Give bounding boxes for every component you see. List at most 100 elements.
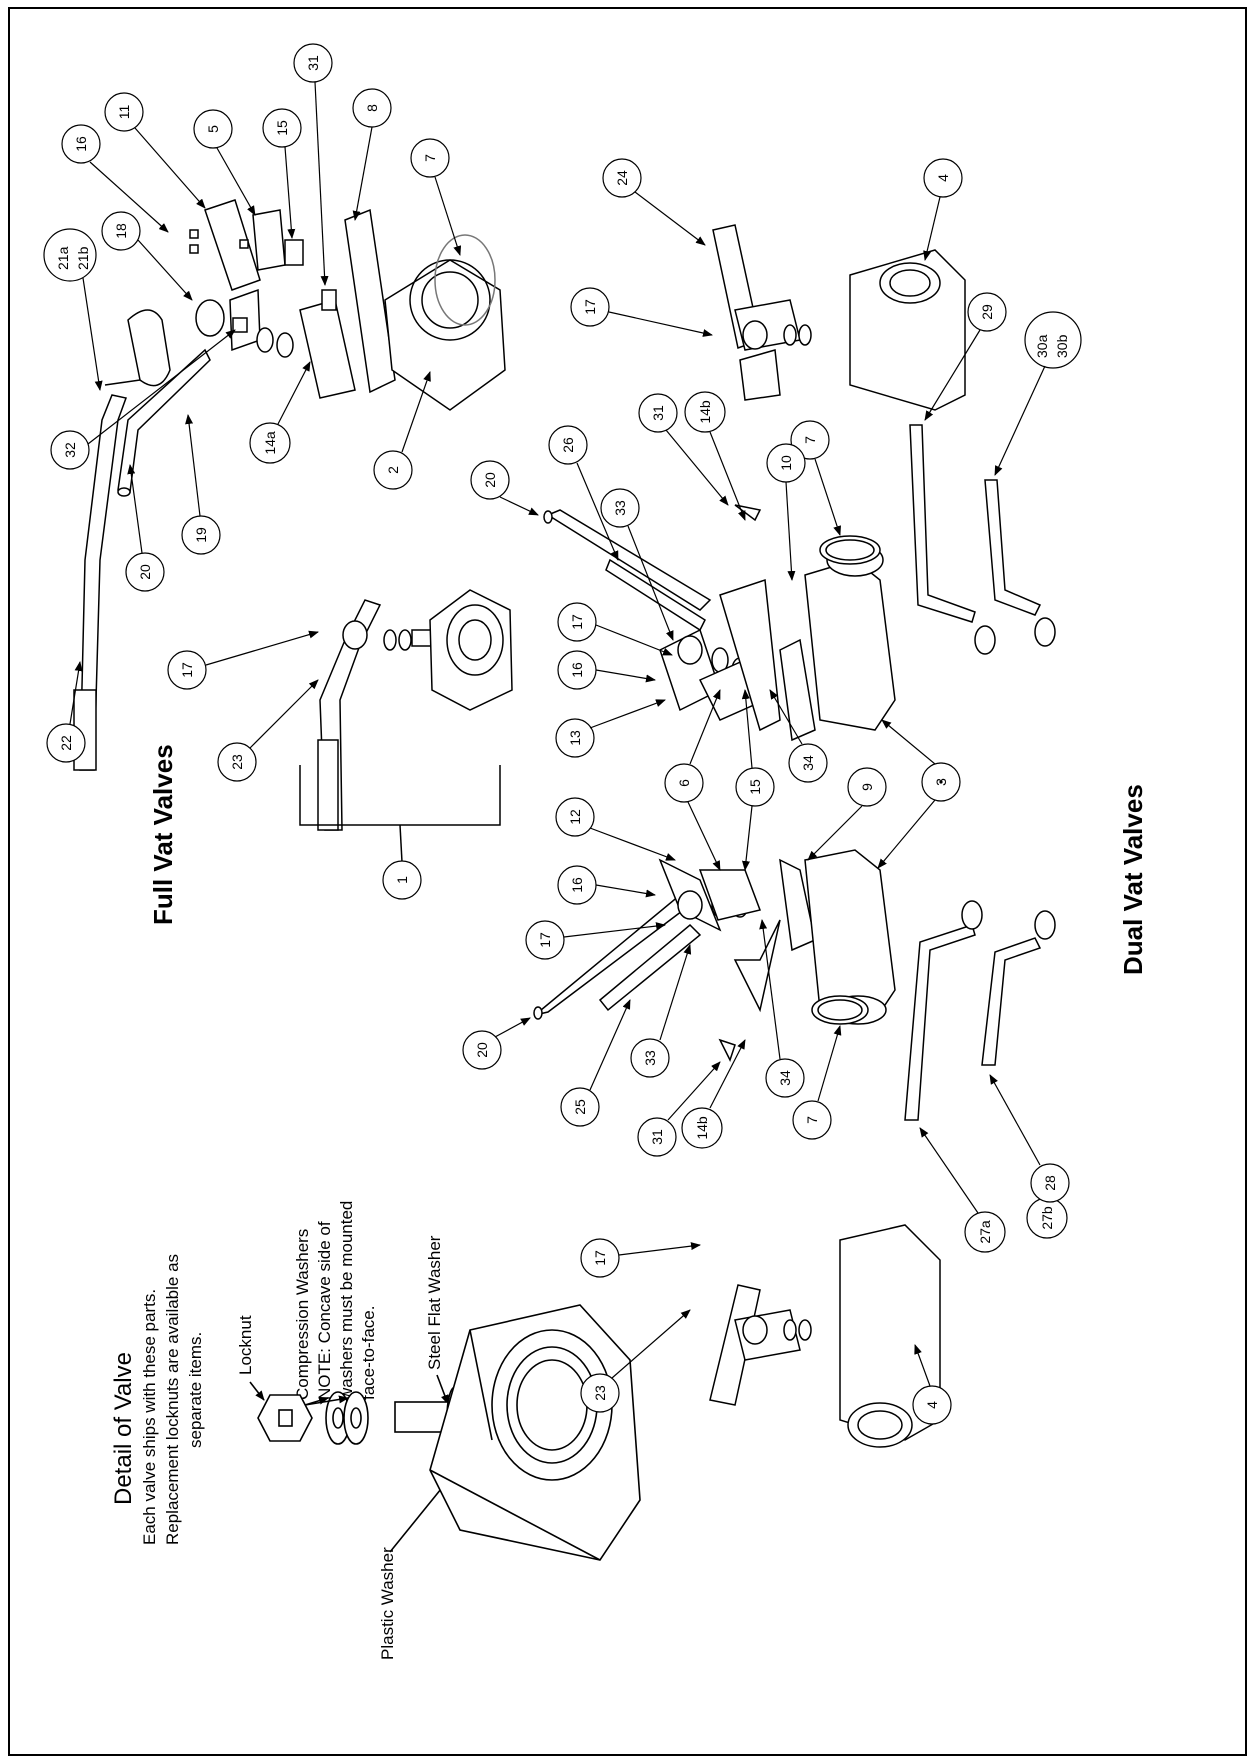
svg-text:19: 19 [193, 527, 209, 543]
callout-34b: 34 [759, 919, 805, 1098]
dual-vat-right-valve-b [709, 1224, 941, 1448]
callout-27a: 27a [919, 1127, 1006, 1253]
svg-text:33: 33 [642, 1050, 658, 1066]
svg-text:31: 31 [650, 405, 666, 421]
callout-8: 8 [352, 88, 392, 221]
handles-29-30 [909, 424, 1056, 655]
callout-29: 29 [924, 292, 1007, 421]
svg-text:20: 20 [474, 1042, 490, 1058]
svg-text:27a: 27a [977, 1220, 993, 1244]
callout-10: 10 [766, 443, 806, 581]
svg-text:23: 23 [592, 1385, 608, 1401]
svg-text:28: 28 [1042, 1175, 1058, 1191]
callout-7a: 7 [410, 138, 462, 256]
svg-text:5: 5 [205, 125, 221, 133]
callout-11: 11 [104, 92, 206, 209]
callout-31c: 31 [637, 1061, 721, 1157]
svg-text:17: 17 [582, 299, 598, 315]
svg-text:33: 33 [612, 500, 628, 516]
svg-text:20: 20 [137, 564, 153, 580]
callout-17d: 17 [570, 287, 713, 337]
callout-19: 19 [181, 414, 221, 555]
dual-vat-heading: Dual Vat Valves [1118, 784, 1148, 975]
svg-text:4: 4 [924, 1401, 940, 1409]
full-vat-valve-a [73, 199, 506, 771]
callout-3a: 3 [881, 719, 961, 802]
callout-21a-text: 21a [55, 246, 71, 270]
callout-20c: 20 [462, 1017, 531, 1070]
compression-label-4: face-to-face. [359, 1306, 378, 1401]
callout-7b: 7 [790, 420, 841, 536]
svg-text:24: 24 [614, 170, 630, 186]
svg-text:6: 6 [676, 779, 692, 787]
svg-text:29: 29 [979, 304, 995, 320]
callout-33b: 33 [630, 944, 692, 1078]
svg-text:22: 22 [58, 735, 74, 751]
callout-9: 9 [807, 767, 887, 861]
svg-text:25: 25 [572, 1099, 588, 1115]
svg-text:3: 3 [933, 778, 949, 786]
detail-line-2: Replacement locknuts are available as [163, 1254, 182, 1545]
callout-31b: 31 [638, 393, 729, 506]
callout-1: 1 [382, 860, 422, 900]
svg-text:17: 17 [179, 662, 195, 678]
callout-12: 12 [555, 797, 676, 861]
svg-text:11: 11 [116, 105, 132, 120]
callout-16a: 16 [61, 124, 169, 233]
svg-text:7: 7 [422, 154, 438, 162]
callout-17a: 17 [167, 630, 319, 690]
svg-text:15: 15 [274, 120, 290, 136]
svg-text:12: 12 [567, 809, 583, 825]
callout-23a: 23 [217, 679, 319, 782]
detail-valve-drawing [249, 1304, 641, 1561]
callout-26: 26 [548, 425, 619, 561]
compression-label-1: Compression Washers [293, 1229, 312, 1400]
full-vat-valve-b [317, 589, 513, 831]
callout-22: 22 [46, 661, 86, 763]
callout-24: 24 [602, 158, 706, 246]
part-callouts: 1 2 3 4 4 5 6 7 7 7 8 9 10 11 12 13 14a … [43, 43, 1082, 1425]
callout-16b: 16 [557, 650, 656, 690]
diagram-frame [8, 7, 1247, 1756]
callout-20a: 20 [125, 464, 165, 592]
svg-text:17: 17 [537, 932, 553, 948]
callout-4b: 4 [912, 1344, 952, 1425]
detail-line-3: separate items. [186, 1332, 205, 1448]
compression-label-2: NOTE: Concave side of [315, 1221, 334, 1400]
svg-text:7: 7 [804, 1116, 820, 1124]
callout-23b: 23 [580, 1309, 691, 1413]
svg-text:18: 18 [113, 223, 129, 239]
callout-16c: 16 [557, 865, 656, 905]
dual-vat-valve-upper [543, 504, 896, 742]
callout-3b [877, 780, 943, 869]
callout-5: 5 [193, 109, 256, 216]
handles-27-28 [904, 900, 1056, 1121]
svg-text:20: 20 [482, 472, 498, 488]
callout-34a: 34 [769, 689, 828, 783]
callout-17b: 17 [557, 602, 673, 656]
svg-text:14a: 14a [262, 431, 278, 455]
locknut-label: Locknut [236, 1315, 255, 1375]
callout-21b-text: 21b [75, 246, 91, 270]
callout-6a: 6 [664, 689, 721, 871]
callout-4a: 4 [923, 158, 963, 261]
detail-of-valve-text: Detail of Valve Each valve ships with th… [110, 1254, 205, 1545]
callout-31a: 31 [293, 43, 333, 286]
svg-text:14b: 14b [694, 1116, 710, 1140]
callout-25: 25 [560, 999, 631, 1127]
callout-17c: 17 [525, 920, 666, 960]
callout-7c: 7 [792, 1025, 842, 1140]
dual-vat-right-valve-a [712, 224, 966, 411]
full-vat-heading: Full Vat Valves [148, 744, 178, 925]
callout-17e: 17 [580, 1238, 701, 1278]
steel-flat-washer-label: Steel Flat Washer [425, 1235, 444, 1370]
callout-14b2: 14b [681, 1039, 746, 1149]
callout-15b: 15 [735, 689, 775, 871]
callout-14b1: 14b [684, 391, 746, 521]
svg-text:7: 7 [802, 436, 818, 444]
svg-text:8: 8 [364, 104, 380, 112]
svg-text:16: 16 [73, 136, 89, 152]
